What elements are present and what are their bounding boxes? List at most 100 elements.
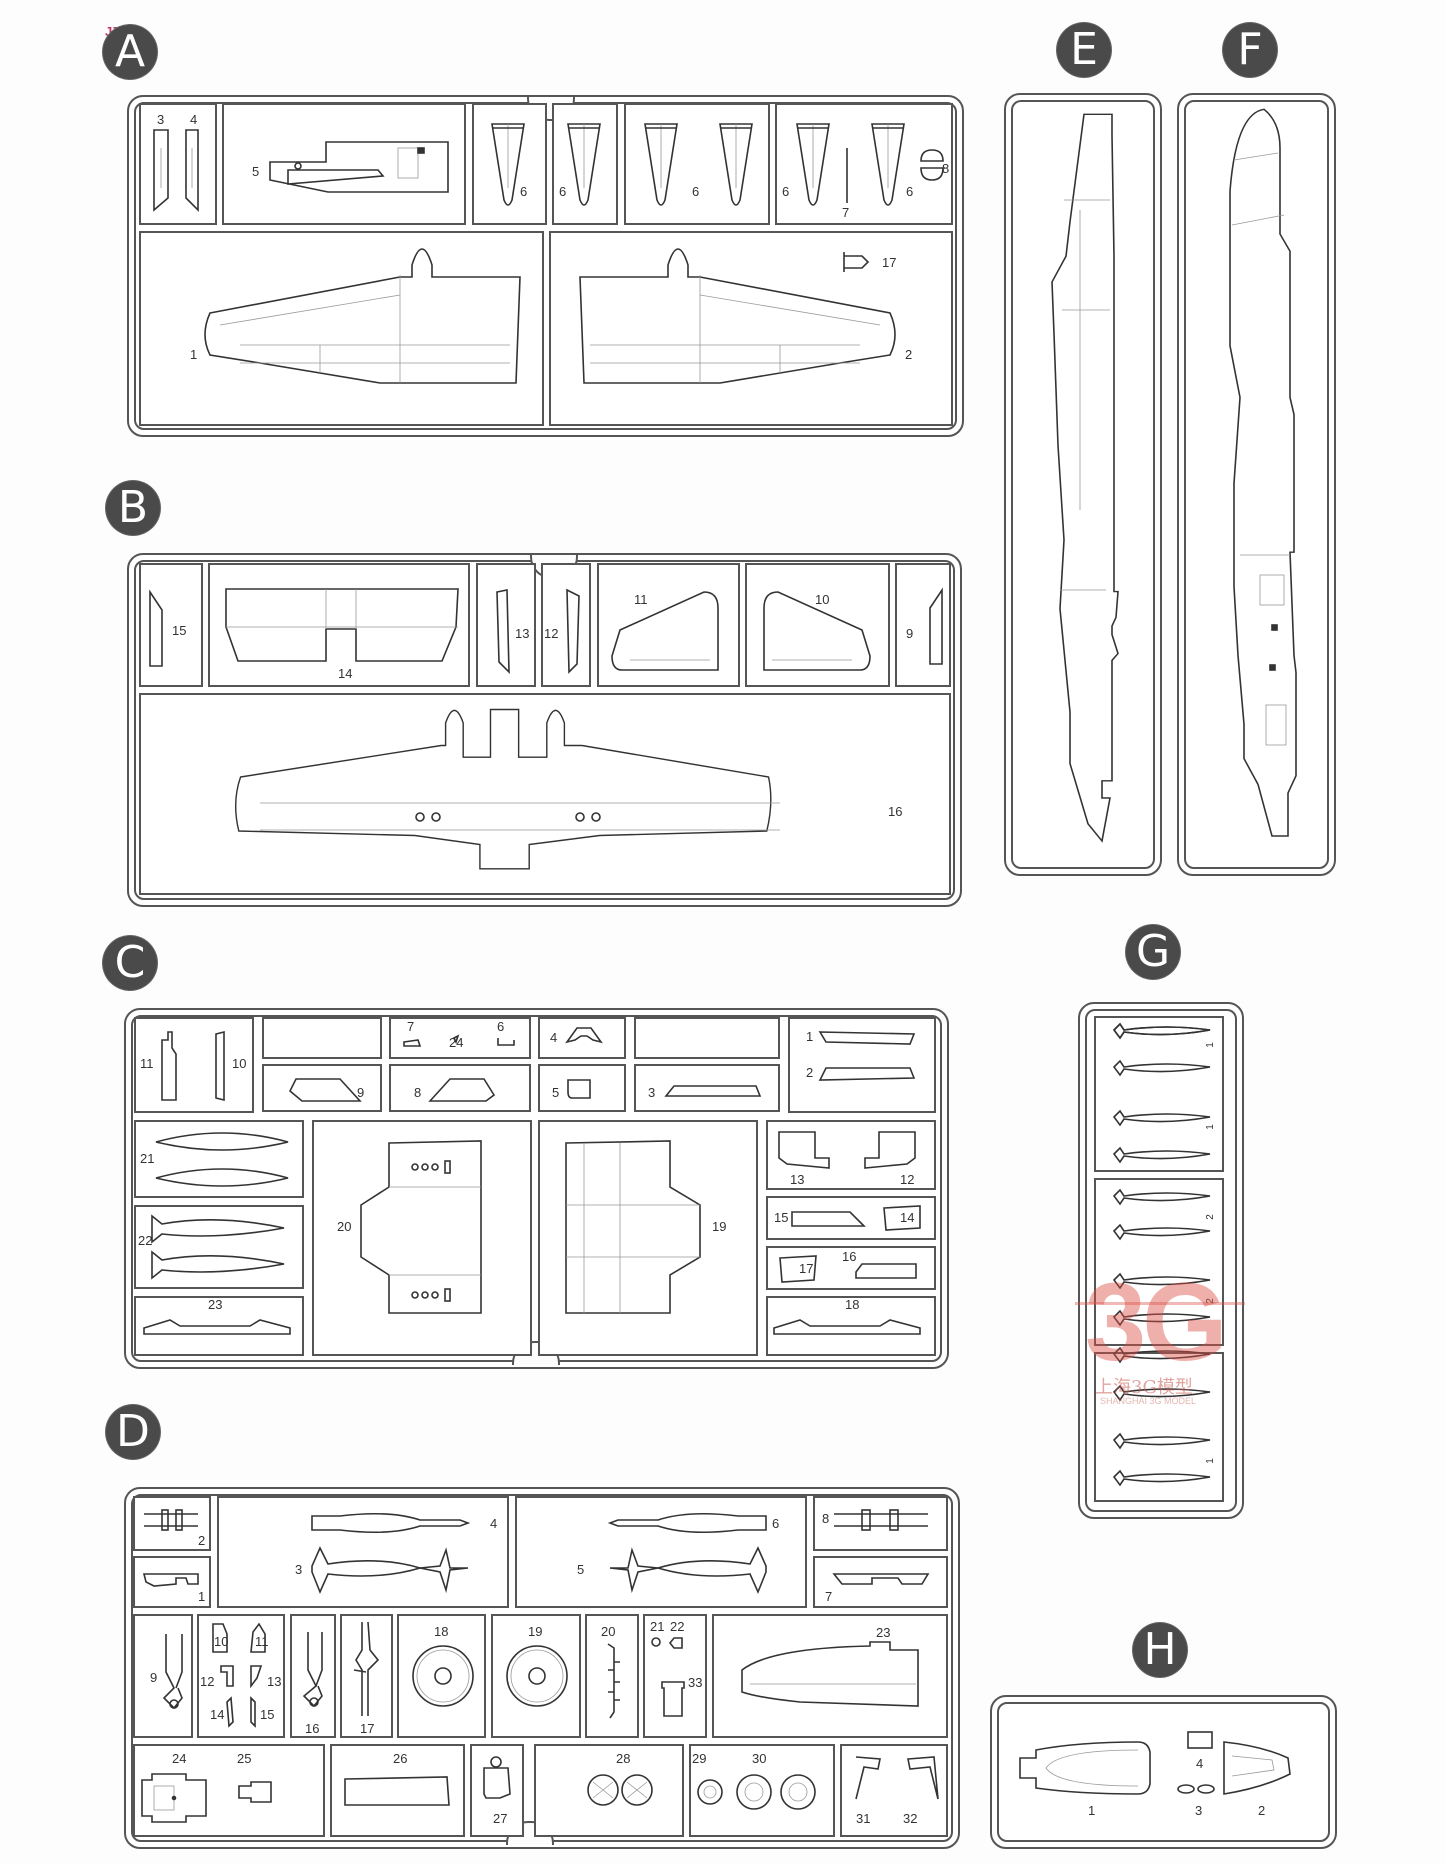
part-label: 25 — [237, 1751, 252, 1766]
part-label: 15 — [172, 623, 187, 638]
part-d17-strut-shape — [353, 1621, 380, 1716]
part-label: 6 — [692, 184, 700, 199]
part-label: 6 — [497, 1019, 505, 1034]
part-c17-c16-shape — [779, 1255, 917, 1283]
sprue-d-badge: D — [106, 1405, 160, 1459]
part-label: 31 — [856, 1811, 871, 1826]
sprue-e-badge: E — [1057, 23, 1111, 77]
part-label: 32 — [903, 1811, 918, 1826]
part-label: 27 — [493, 1811, 508, 1826]
sprue-a-badge: A — [103, 25, 157, 79]
part-h3-shape — [1177, 1784, 1215, 1794]
part-h2-nose-cone-shape — [1223, 1741, 1291, 1795]
part-label: 16 — [305, 1721, 320, 1736]
part-label: 2 — [1204, 1298, 1216, 1304]
part-c4-shape — [565, 1027, 603, 1044]
sprue-d-cell-7 — [813, 1556, 948, 1608]
sprue-a-cell-5 — [222, 103, 466, 225]
sprue-c-cell-3 — [634, 1064, 780, 1112]
sprue-h-inner-frame — [997, 1702, 1330, 1842]
part-label: 1 — [1204, 1124, 1216, 1130]
part-label: 15 — [774, 1210, 789, 1225]
part-c8-shape — [428, 1078, 496, 1102]
part-a5-cockpit-shape — [269, 141, 449, 193]
part-label: 7 — [842, 205, 850, 220]
sprue-f-inner-frame — [1184, 100, 1329, 869]
part-label: 2 — [1258, 1803, 1266, 1818]
part-c1-shape — [818, 1031, 916, 1045]
part-label: 9 — [357, 1085, 365, 1100]
part-label: 6 — [559, 184, 567, 199]
part-label: 24 — [172, 1751, 187, 1766]
part-b14-shape — [225, 588, 459, 662]
part-label: 21 — [650, 1619, 665, 1634]
sprue-c-cell-22 — [134, 1205, 304, 1289]
sprue-c-cell-5 — [538, 1064, 626, 1112]
sprue-c-cell-21 — [134, 1120, 304, 1198]
part-c12-c13-shape — [778, 1131, 916, 1169]
sprue-b-badge: B — [106, 481, 160, 535]
part-label: 2 — [806, 1065, 814, 1080]
part-d16-landing-gear-shape — [302, 1632, 323, 1708]
part-d23-engine-cowl-shape — [741, 1641, 919, 1707]
part-label: 20 — [601, 1624, 616, 1639]
part-label: 17 — [799, 1261, 814, 1276]
part-label: 7 — [825, 1589, 833, 1604]
part-label: 3 — [295, 1562, 303, 1577]
part-d2-shape — [144, 1509, 198, 1531]
sprue-g-badge: G — [1126, 925, 1180, 979]
part-label: 17 — [360, 1721, 375, 1736]
part-d18-wheel-shape — [412, 1645, 474, 1707]
sprue-d-cell-27 — [470, 1744, 524, 1837]
sprue-c-cell-9 — [262, 1064, 382, 1112]
part-label: 8 — [822, 1511, 830, 1526]
part-a6-exhaust-shape — [719, 123, 753, 206]
sprue-c-cell-10-11 — [134, 1017, 254, 1113]
part-label: 11 — [140, 1056, 154, 1071]
sprue-d-cell-29-30 — [689, 1744, 835, 1837]
part-c20-shape — [360, 1140, 482, 1314]
sprue-c-cell-20 — [312, 1120, 532, 1356]
part-label: 12 — [900, 1172, 915, 1187]
part-c21-drop-tank-halves-shape — [155, 1132, 289, 1187]
part-a6-exhaust-shape — [567, 123, 601, 206]
sprue-d-cell-16 — [290, 1614, 336, 1738]
part-d21-22-33-shape — [651, 1637, 685, 1717]
part-label: 3 — [648, 1085, 656, 1100]
sprue-b-cell-12 — [541, 563, 591, 687]
part-label: 11 — [255, 1634, 269, 1649]
part-h1-canopy-shape — [1019, 1741, 1151, 1795]
part-label: 9 — [150, 1670, 158, 1685]
part-label: 2 — [1204, 1214, 1216, 1220]
part-e-fuselage-half-shape — [1051, 113, 1119, 843]
sprue-d-cell-26 — [330, 1744, 465, 1837]
part-label: 19 — [528, 1624, 543, 1639]
part-label: 1 — [190, 347, 198, 362]
part-b11-elevator-shape — [611, 591, 719, 671]
sprue-d-cell-17 — [340, 1614, 393, 1738]
part-label: 5 — [552, 1085, 560, 1100]
sprue-c-cell-7-24-6 — [389, 1017, 531, 1059]
part-d19-wheel-shape — [506, 1645, 568, 1707]
part-label: 30 — [752, 1751, 767, 1766]
part-h4-shape — [1187, 1731, 1213, 1749]
sprue-a-cell-3-4 — [139, 103, 217, 225]
sprue-c-cell-4 — [538, 1017, 626, 1059]
part-label: 6 — [782, 184, 790, 199]
sprue-d-cell-18 — [397, 1614, 486, 1738]
part-label: 26 — [393, 1751, 408, 1766]
part-d25-shape — [238, 1781, 272, 1803]
sprue-c-cell-empty-2 — [634, 1017, 780, 1059]
part-c23-shape — [143, 1319, 291, 1335]
part-label: 29 — [692, 1751, 707, 1766]
part-label: 14 — [338, 666, 353, 681]
sprue-d-cell-8 — [813, 1496, 948, 1551]
part-label: 3 — [1195, 1803, 1203, 1818]
part-label: 10 — [232, 1056, 247, 1071]
sprue-c-cell-16-17 — [766, 1246, 936, 1290]
sprue-b-cell-11 — [597, 563, 740, 687]
sprue-d-cell-20 — [585, 1614, 639, 1738]
part-label: 8 — [414, 1085, 422, 1100]
part-b10-elevator-shape — [763, 591, 871, 671]
sprue-b-cell-10 — [745, 563, 890, 687]
